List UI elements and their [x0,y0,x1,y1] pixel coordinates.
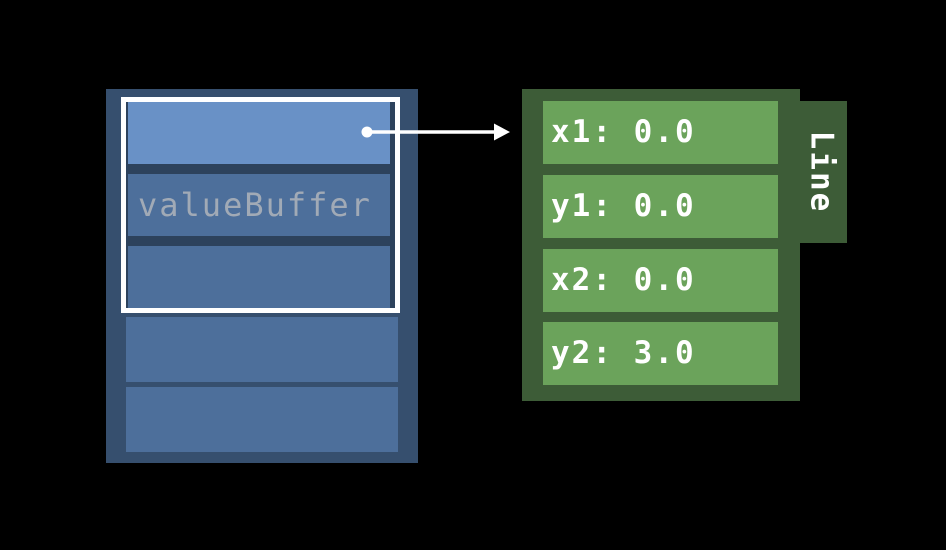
buffer-slot-empty-1 [128,246,390,308]
buffer-slot-empty-2 [126,317,398,382]
selection-outline [121,97,400,313]
field-row-x1: x1: 0.0 [543,101,778,164]
line-type-label: Line [803,130,839,214]
buffer-slot-empty-3 [126,387,398,452]
buffer-slot-label: valueBuffer [128,174,390,236]
line-type-tab: Line [795,101,847,243]
arrow-head-icon [494,123,510,141]
field-row-x2: x2: 0.0 [543,249,778,312]
value-buffer-label: valueBuffer [138,186,372,224]
field-row-y1: y1: 0.0 [543,175,778,238]
buffer-slot-pointer [128,102,390,164]
field-row-y2: y2: 3.0 [543,322,778,385]
line-object-box: Line x1: 0.0 y1: 0.0 x2: 0.0 y2: 3.0 [522,89,847,401]
value-buffer-box: valueBuffer [106,89,418,463]
